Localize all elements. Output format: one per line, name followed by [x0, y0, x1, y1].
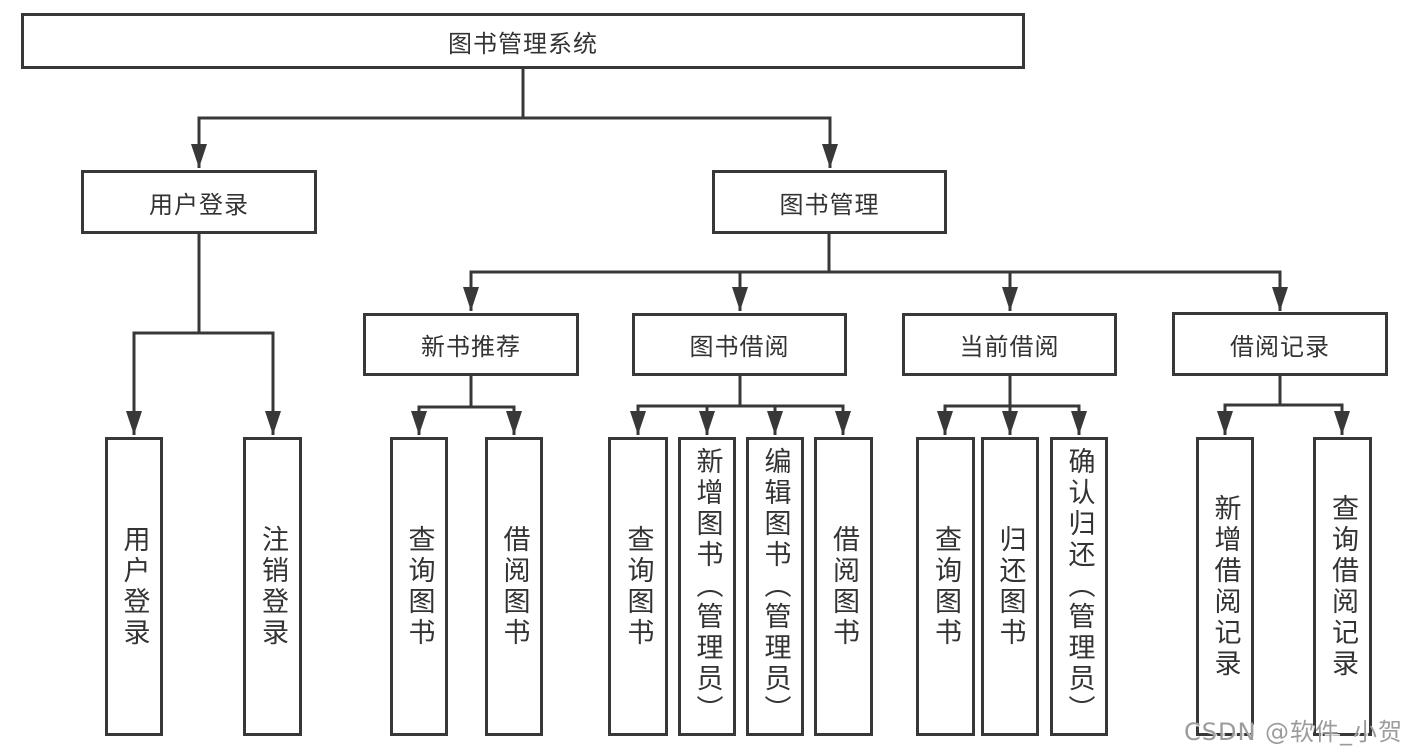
node-new-book-recommend: 新书推荐: [363, 313, 579, 376]
leaf-label: 新增图书（管理员）: [691, 447, 723, 726]
leaf-label: 编辑图书（管理员）: [759, 447, 791, 726]
leaf-add-books-admin: 新增图书（管理员）: [678, 437, 736, 736]
leaf-label: 借阅图书: [828, 524, 859, 649]
leaf-label: 查询借阅记录: [1327, 493, 1358, 680]
leaf-label: 用户登录: [118, 524, 150, 649]
leaf-query-books-current: 查询图书: [916, 437, 975, 736]
leaf-add-borrow-record: 新增借阅记录: [1196, 437, 1254, 736]
leaf-borrow-books-recommend: 借阅图书: [485, 437, 543, 736]
leaf-query-books-borrow: 查询图书: [608, 437, 668, 736]
node-label: 图书借阅: [689, 333, 790, 361]
leaf-label: 查询图书: [930, 524, 961, 649]
leaf-query-books-recommend: 查询图书: [390, 437, 448, 736]
node-book-borrow: 图书借阅: [632, 313, 847, 376]
leaf-user-login: 用户登录: [105, 437, 163, 736]
node-label: 图书管理: [779, 190, 880, 219]
leaf-label: 注销登录: [257, 524, 288, 649]
leaf-label: 查询图书: [403, 524, 435, 649]
leaf-label: 归还图书: [994, 524, 1026, 649]
leaf-borrow-books: 借阅图书: [814, 437, 873, 736]
leaf-confirm-return-admin: 确认归还（管理员）: [1050, 437, 1108, 736]
node-book-management: 图书管理: [712, 170, 947, 234]
node-library-management-system: 图书管理系统: [21, 13, 1025, 69]
leaf-return-books: 归还图书: [981, 437, 1039, 736]
watermark: CSDN @软件_小贺同学: [1184, 718, 1405, 746]
leaf-logout: 注销登录: [243, 437, 302, 736]
node-borrow-records: 借阅记录: [1172, 312, 1388, 376]
node-current-borrow: 当前借阅: [902, 313, 1117, 376]
leaf-edit-books-admin: 编辑图书（管理员）: [746, 437, 804, 736]
leaf-label: 新增借阅记录: [1209, 493, 1241, 680]
leaf-label: 借阅图书: [498, 524, 530, 649]
node-label: 图书管理系统: [448, 29, 598, 58]
leaf-query-borrow-record: 查询借阅记录: [1313, 437, 1372, 736]
node-label: 借阅记录: [1230, 332, 1330, 361]
node-user-login: 用户登录: [81, 170, 317, 234]
node-label: 用户登录: [149, 190, 249, 219]
leaf-label: 确认归还（管理员）: [1063, 447, 1095, 726]
node-label: 当前借阅: [959, 333, 1060, 361]
leaf-label: 查询图书: [622, 524, 654, 649]
node-label: 新书推荐: [421, 333, 521, 361]
